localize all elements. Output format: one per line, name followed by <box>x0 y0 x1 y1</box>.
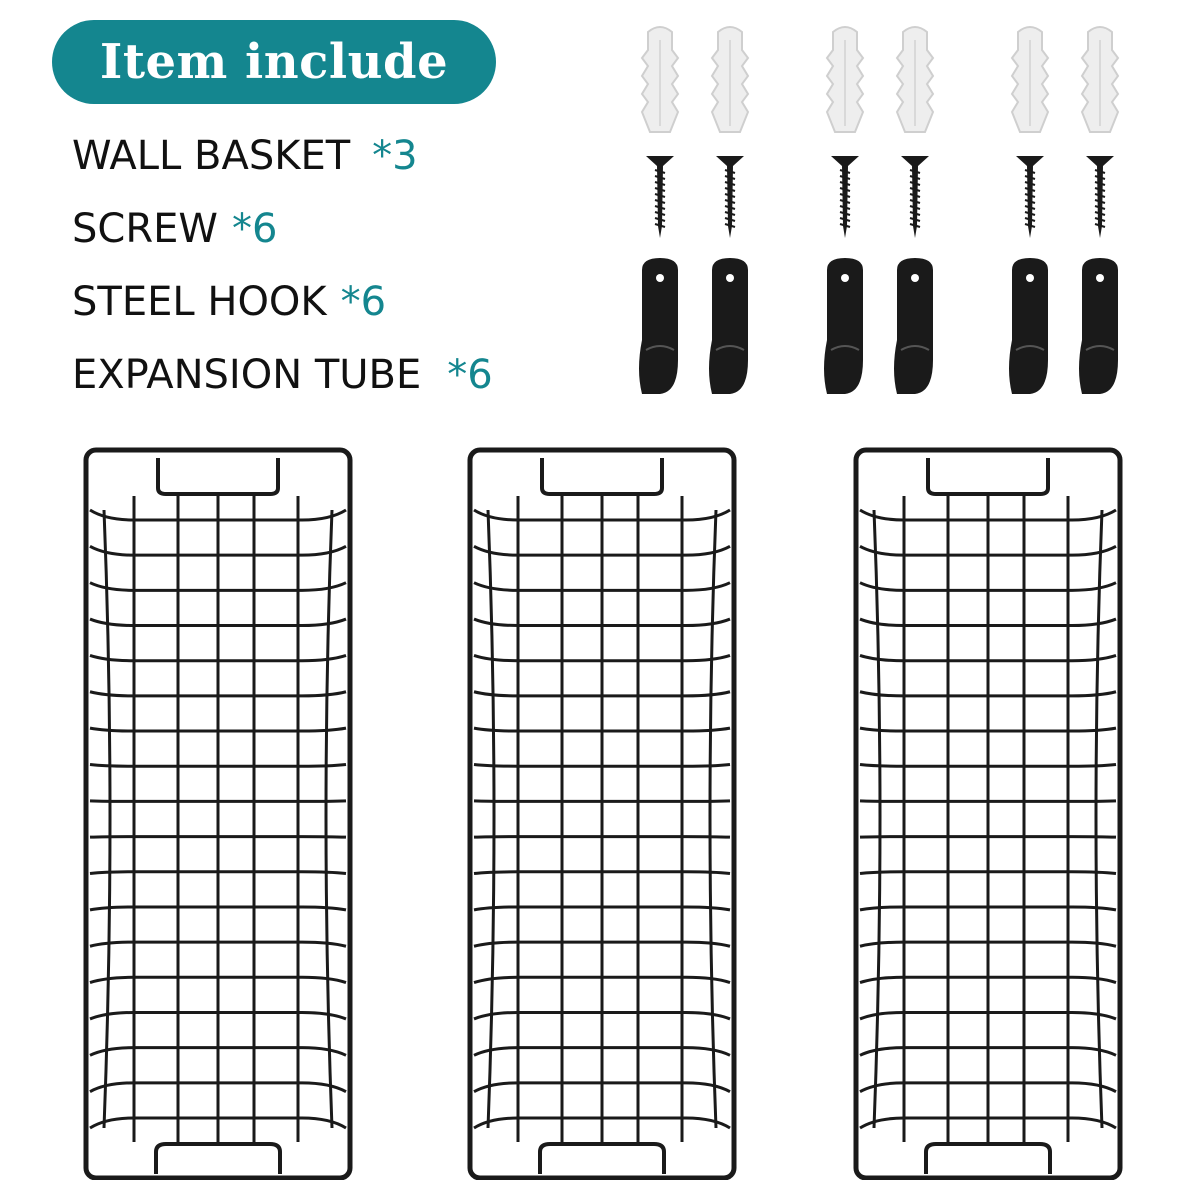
expansion-tube-icon <box>1080 26 1120 133</box>
steel-hook-icon <box>1079 258 1118 394</box>
item-steel-hook: STEEL HOOK *6 <box>72 278 386 326</box>
item-expansion-tube: EXPANSION TUBE *6 <box>72 351 493 399</box>
screw-icon <box>1016 156 1044 238</box>
steel-hook-icon <box>1009 258 1048 394</box>
item-name: STEEL HOOK <box>72 279 327 325</box>
steel-hook-icon <box>824 258 863 394</box>
expansion-tube-icon <box>640 26 680 133</box>
item-qty: *6 <box>340 279 387 325</box>
page-title: Item include <box>99 34 449 90</box>
expansion-tube-icon <box>895 26 935 133</box>
item-name: WALL BASKET <box>72 133 351 179</box>
wall-basket-icon <box>853 447 1123 1180</box>
item-screw: SCREW *6 <box>72 205 277 253</box>
hardware-set <box>620 20 1140 410</box>
item-qty: *3 <box>372 133 418 179</box>
expansion-tube-icon <box>1010 26 1050 133</box>
title-badge: Item include <box>52 20 496 104</box>
wall-basket-icon <box>83 447 353 1180</box>
hardware-illustration <box>639 26 1120 394</box>
item-qty: *6 <box>447 352 493 398</box>
steel-hook-icon <box>639 258 678 394</box>
expansion-tube-icon <box>710 26 750 133</box>
wall-basket-icon <box>467 447 737 1180</box>
screw-icon <box>1086 156 1114 238</box>
screw-icon <box>901 156 929 238</box>
baskets-illustration <box>83 447 1123 1180</box>
steel-hook-icon <box>709 258 748 394</box>
baskets-row <box>70 440 1150 1180</box>
screw-icon <box>831 156 859 238</box>
item-wall-basket: WALL BASKET *3 <box>72 132 418 180</box>
item-name: EXPANSION TUBE <box>72 352 422 398</box>
screw-icon <box>646 156 674 238</box>
item-name: SCREW <box>72 206 218 252</box>
item-qty: *6 <box>231 206 278 252</box>
screw-icon <box>716 156 744 238</box>
steel-hook-icon <box>894 258 933 394</box>
expansion-tube-icon <box>825 26 865 133</box>
